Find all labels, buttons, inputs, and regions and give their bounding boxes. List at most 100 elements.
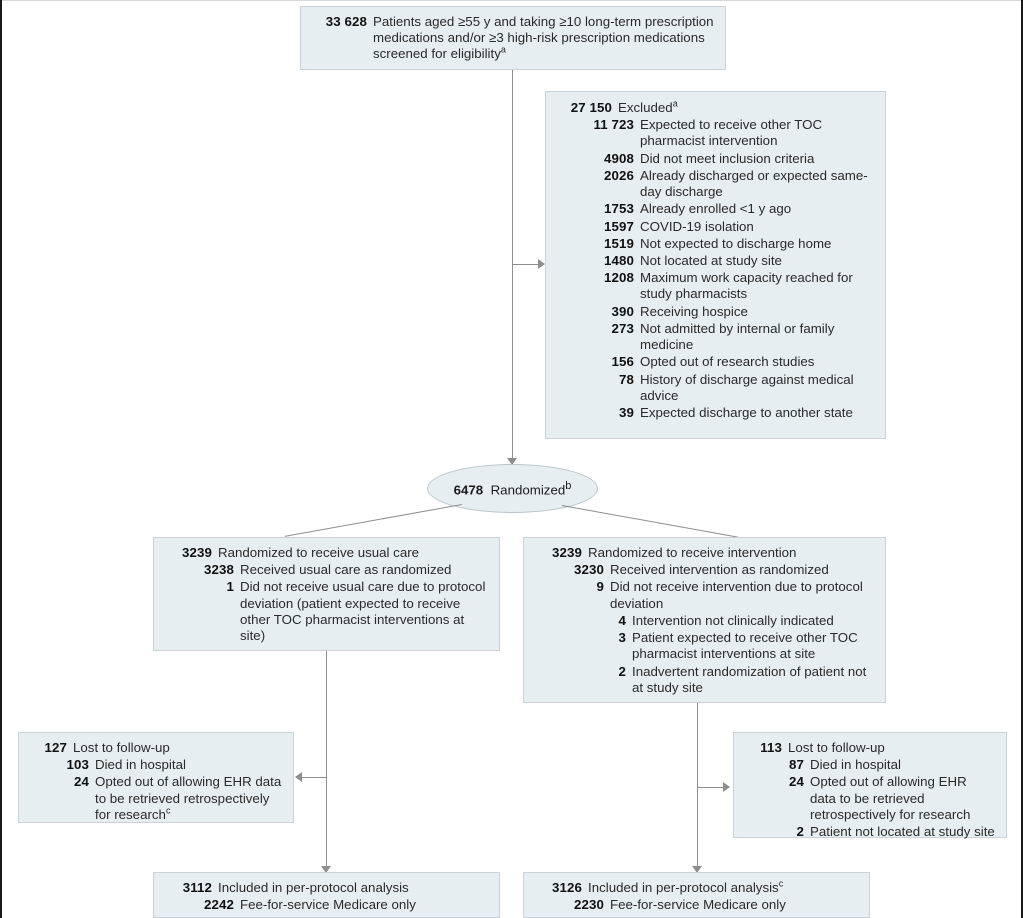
excluded-reason-row: 2026 Already discharged or expected same…	[576, 168, 875, 200]
reason-label: Not located at study site	[640, 252, 782, 268]
analysis-usual-sub-row: 2242 Fee-for-service Medicare only	[186, 897, 489, 913]
reason-number: 4908	[604, 150, 634, 166]
lost-usual-sub-row: 24 Opted out of allowing EHR data to be …	[51, 774, 283, 823]
intervention-sub2-row: 2 Inadvertent randomization of patient n…	[578, 664, 875, 696]
connector-to-lost-usual-care	[301, 777, 327, 778]
lost-intervention-row: 113 Lost to follow-up	[744, 740, 996, 756]
footnote-marker: c	[778, 878, 784, 889]
connector-randomized-to-usual-care	[284, 504, 462, 537]
node-lost-usual-care: 127 Lost to follow-up 103 Died in hospit…	[18, 732, 294, 823]
excluded-reason-row: 4908 Did not meet inclusion criteria	[576, 151, 875, 167]
reason-label: History of discharge against medical adv…	[640, 371, 854, 403]
sub-number: 9	[596, 579, 604, 595]
lost-intervention-number: 113	[760, 740, 782, 755]
intervention-sub2-row: 4 Intervention not clinically indicated	[578, 613, 875, 629]
node-screened: 33 628 Patients aged ≥55 y and taking ≥1…	[300, 6, 726, 70]
excluded-reason-row: 273 Not admitted by internal or family m…	[576, 321, 875, 353]
reason-label: Expected discharge to another state	[640, 404, 853, 420]
analysis-usual-row: 3112 Included in per-protocol analysis	[164, 880, 489, 896]
arrow-into-intervention-analysis	[692, 866, 702, 873]
lost-intervention-sub-row: 87 Died in hospital	[766, 757, 996, 773]
sub-label: Fee-for-service Medicare only	[610, 897, 786, 913]
node-lost-intervention: 113 Lost to follow-up 87 Died in hospita…	[733, 732, 1007, 840]
screened-row: 33 628 Patients aged ≥55 y and taking ≥1…	[311, 14, 715, 63]
usual-care-sub-row: 1 Did not receive usual care due to prot…	[186, 579, 489, 644]
reason-number: 390	[611, 303, 634, 319]
reason-number: 273	[611, 320, 634, 336]
excluded-reason-row: 11 723 Expected to receive other TOC pha…	[576, 117, 875, 149]
sub2-label: Patient expected to receive other TOC ph…	[632, 630, 858, 662]
excluded-label: Excludeda	[618, 98, 678, 115]
connector-to-lost-intervention	[697, 787, 725, 788]
sub-label: Patient not located at study site	[810, 824, 995, 840]
connector-to-excluded	[512, 264, 540, 265]
reason-number: 2026	[604, 167, 634, 183]
sub-number: 24	[74, 774, 89, 790]
usual-care-row: 3239 Randomized to receive usual care	[164, 545, 489, 561]
sub-label: Received usual care as randomized	[240, 562, 452, 578]
analysis-intervention-sub-row: 2230 Fee-for-service Medicare only	[556, 897, 859, 913]
lost-usual-row: 127 Lost to follow-up	[29, 740, 283, 756]
footnote-marker: c	[165, 805, 171, 816]
excluded-reason-row: 1597 COVID-19 isolation	[576, 219, 875, 235]
sub-label: Fee-for-service Medicare only	[240, 897, 416, 913]
sub-label: Died in hospital	[95, 757, 186, 773]
reason-number: 78	[619, 371, 634, 387]
analysis-intervention-label: Included in per-protocol analysisc	[588, 878, 784, 895]
reason-label: Receiving hospice	[640, 303, 748, 319]
sub-number: 2230	[574, 897, 604, 913]
node-usual-care-arm: 3239 Randomized to receive usual care 32…	[153, 537, 500, 651]
sub-label: Did not receive intervention due to prot…	[610, 579, 863, 611]
intervention-sub-row: 3230 Received intervention as randomized	[556, 562, 875, 578]
lost-usual-number: 127	[44, 740, 67, 755]
reason-number: 1519	[604, 235, 634, 251]
analysis-usual-label: Included in per-protocol analysis	[218, 880, 409, 895]
usual-care-number: 3239	[182, 545, 212, 560]
sub-number: 2	[796, 824, 804, 840]
excluded-row: 27 150 Excludeda	[554, 98, 875, 116]
arrow-into-usual-care-analysis	[321, 866, 331, 873]
reason-label: Not expected to discharge home	[640, 235, 832, 251]
sub2-number: 2	[618, 663, 626, 679]
sub-number: 2242	[204, 897, 234, 913]
screened-label: Patients aged ≥55 y and taking ≥10 long-…	[373, 14, 714, 62]
intervention-sub-row: 9 Did not receive intervention due to pr…	[556, 579, 875, 611]
reason-number: 39	[619, 404, 634, 420]
footnote-marker: a	[672, 98, 678, 109]
connector-screened-to-randomized	[512, 70, 513, 464]
reason-label: COVID-19 isolation	[640, 218, 754, 234]
reason-number: 1753	[604, 201, 634, 217]
screened-number: 33 628	[325, 14, 367, 29]
arrow-into-randomized	[507, 458, 517, 465]
page-rule-right	[1021, 0, 1023, 918]
sub-number: 24	[789, 774, 804, 790]
page-rule-top	[0, 0, 1023, 1]
intervention-sub2-row: 3 Patient expected to receive other TOC …	[578, 630, 875, 662]
node-randomized: 6478 Randomizedb	[427, 464, 598, 513]
reason-label: Already enrolled <1 y ago	[640, 201, 792, 217]
node-analysis-usual-care: 3112 Included in per-protocol analysis 2…	[153, 872, 500, 918]
sub-number: 103	[66, 757, 89, 773]
sub2-label: Inadvertent randomization of patient not…	[632, 663, 867, 695]
analysis-intervention-number: 3126	[552, 880, 582, 895]
reason-number: 1208	[604, 270, 634, 286]
lost-usual-label: Lost to follow-up	[73, 740, 170, 755]
lost-intervention-label: Lost to follow-up	[788, 740, 885, 755]
reason-number: 156	[611, 354, 634, 370]
usual-care-label: Randomized to receive usual care	[218, 545, 420, 560]
page-rule-left	[0, 0, 2, 918]
excluded-reason-row: 156 Opted out of research studies	[576, 354, 875, 370]
arrow-into-lost-usual-care	[295, 772, 302, 782]
reason-number: 1597	[604, 218, 634, 234]
reason-number: 11 723	[593, 117, 634, 133]
sub-number: 87	[789, 757, 804, 773]
reason-label: Already discharged or expected same-day …	[640, 167, 868, 200]
reason-label: Expected to receive other TOC pharmacist…	[640, 117, 823, 149]
node-intervention-arm: 3239 Randomized to receive intervention …	[523, 537, 886, 703]
connector-usual-care-to-analysis	[326, 651, 327, 872]
connector-randomized-to-intervention	[561, 505, 740, 538]
randomized-number: 6478	[453, 482, 484, 498]
sub-number: 3230	[574, 562, 604, 578]
reason-label: Maximum work capacity reached for study …	[640, 270, 853, 302]
